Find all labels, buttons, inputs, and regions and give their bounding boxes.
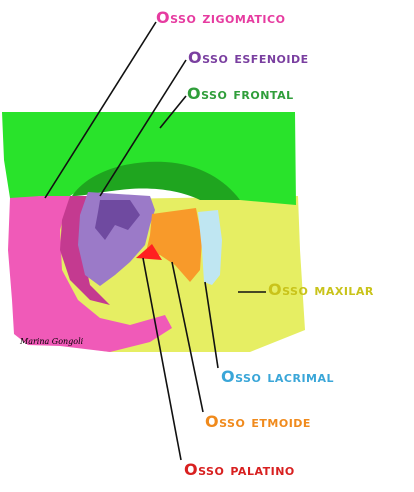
label-zigomatico: Osso zigomatico [156,8,286,27]
frontal-bone-shadow [72,161,240,200]
frontal-bone [2,112,296,205]
label-esfenoide: Osso esfenoide [188,48,309,67]
label-lacrimal: Osso lacrimal [221,367,335,386]
leader-lines [44,21,266,461]
leader-line-esfenoide [99,59,187,197]
zigomatico-bone [8,196,172,352]
label-maxilar: Osso maxilar [268,280,374,299]
leader-line-zigomatico [44,21,157,199]
label-frontal: Osso frontal [187,84,294,103]
zigomatico-bone-shadow [60,196,110,305]
leader-line-etmoide [171,261,204,413]
leader-line-palatino [142,257,182,461]
leader-line-frontal [159,95,187,129]
artist-signature: Marina Gongoli [20,337,84,346]
lacrimal-bone [198,210,222,285]
label-etmoide: Osso etmoide [205,412,311,431]
etmoide-bone [146,208,202,282]
label-palatino: Osso palatino [184,460,295,479]
esfenoide-bone-shadow [95,200,140,240]
palatino-bone [136,244,162,260]
leader-line-lacrimal [204,281,219,369]
